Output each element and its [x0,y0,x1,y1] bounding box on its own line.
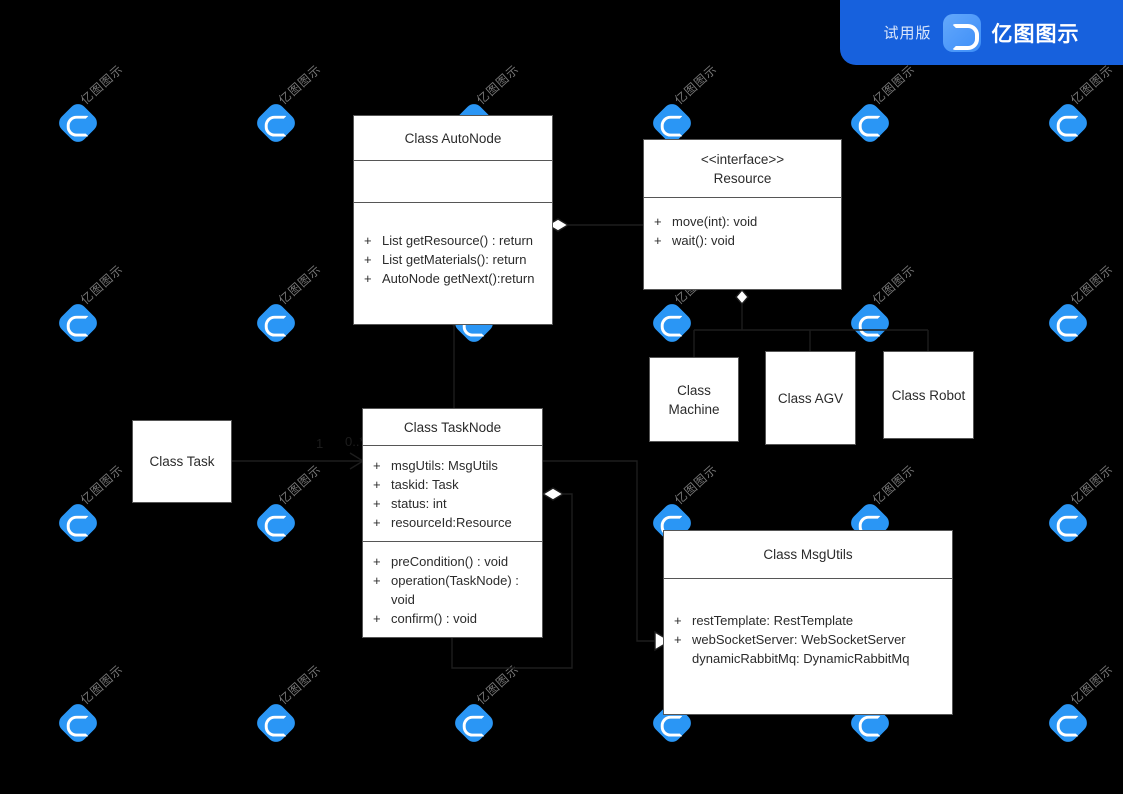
connector-tasknode-msgutils [543,460,655,642]
visibility-marker: + [373,458,381,473]
class-methods-autonode: + List getResource() : return + List get… [354,202,552,324]
class-title-text-robot: Class Robot [891,387,966,403]
visibility-marker: + [373,477,381,492]
member-row: + AutoNode getNext():return [354,269,552,288]
multiplicity-tasknode-side: 0..* [345,434,365,449]
member-text: preCondition() : void [391,554,509,569]
interface-title-text-resource: Resource [713,170,772,186]
class-title-tasknode: Class TaskNode [363,409,542,445]
edraw-logo-icon [942,13,981,52]
interface-title-resource: <<interface>> Resource [644,140,841,197]
class-box-machine[interactable]: Class Machine [649,357,739,442]
class-title-text-task: Class Task [149,454,215,469]
member-row: + operation(TaskNode) : void [363,571,542,609]
class-title-text-autonode: Class AutoNode [404,130,502,146]
multiplicity-task-side: 1 [316,436,324,451]
member-text: status: int [391,496,447,511]
member-row: + webSocketServer: WebSocketServer [664,630,952,649]
class-attributes-msgutils: + restTemplate: RestTemplate + webSocket… [664,578,952,716]
member-text: wait(): void [672,233,735,248]
member-text: dynamicRabbitMq: DynamicRabbitMq [692,651,910,666]
class-methods-tasknode: + preCondition() : void + operation(Task… [363,541,542,639]
member-row: + confirm() : void [363,609,542,628]
member-text: taskid: Task [391,477,459,492]
member-row: + List getMaterials(): return [354,250,552,269]
class-box-agv[interactable]: Class AGV [765,351,856,445]
class-title-text-tasknode: Class TaskNode [403,419,502,435]
class-box-autonode[interactable]: Class AutoNode + List getResource() : re… [353,115,553,325]
member-text: resourceId:Resource [391,515,512,530]
class-title-text-agv: Class AGV [777,390,844,406]
member-row: + wait(): void [644,231,841,250]
member-text: move(int): void [672,214,758,229]
visibility-marker: + [373,496,381,511]
aggregation-diamond-resource-tree [735,288,749,306]
member-text: restTemplate: RestTemplate [692,613,854,628]
member-row: + msgUtils: MsgUtils [363,456,542,475]
member-row: dynamicRabbitMq: DynamicRabbitMq [664,649,952,668]
member-row: + preCondition() : void [363,552,542,571]
member-row: + resourceId:Resource [363,513,542,532]
visibility-marker [674,649,692,668]
class-attributes-tasknode: + msgUtils: MsgUtils + taskid: Task + st… [363,445,542,541]
member-text: AutoNode getNext():return [382,271,535,286]
class-title-msgutils: Class MsgUtils [664,531,952,578]
member-text: List getMaterials(): return [382,252,527,267]
member-row: + status: int [363,494,542,513]
visibility-marker: + [373,515,381,530]
visibility-marker: + [654,233,662,248]
aggregation-diamond-tasknode-self [541,487,565,501]
visibility-marker: + [364,271,372,286]
class-box-msgutils[interactable]: Class MsgUtils + restTemplate: RestTempl… [663,530,953,715]
interface-methods-resource: + move(int): void + wait(): void [644,197,841,290]
member-row: + List getResource() : return [354,231,552,250]
visibility-marker: + [654,214,662,229]
member-text: msgUtils: MsgUtils [391,458,498,473]
member-row: + move(int): void [644,212,841,231]
member-row: + taskid: Task [363,475,542,494]
visibility-marker: + [674,613,682,628]
trial-version-label: 试用版 [883,24,932,42]
class-box-tasknode[interactable]: Class TaskNode + msgUtils: MsgUtils + ta… [362,408,543,638]
class-attributes-autonode [354,160,552,202]
visibility-marker: + [364,252,372,267]
class-title-text-machine-line2: Machine [668,401,720,417]
interface-stereotype-resource: <<interface>> [700,151,785,167]
class-title-text-machine-line1: Class [677,382,711,398]
trial-banner: 试用版 亿图图示 [840,0,1123,65]
member-text: List getResource() : return [382,233,534,248]
interface-box-resource[interactable]: <<interface>> Resource + move(int): void… [643,139,842,290]
generalization-arrow-tasknode-msgutils [654,630,672,652]
member-text: confirm() : void [391,611,477,626]
class-title-autonode: Class AutoNode [354,116,552,160]
visibility-marker: + [674,632,682,647]
member-text: operation(TaskNode) : void [391,573,523,607]
class-box-task[interactable]: Class Task [132,420,232,503]
member-text: webSocketServer: WebSocketServer [692,632,906,647]
class-box-robot[interactable]: Class Robot [883,351,974,439]
visibility-marker: + [364,233,372,248]
member-row: + restTemplate: RestTemplate [664,611,952,630]
visibility-marker: + [373,573,381,588]
visibility-marker: + [373,611,381,626]
brand-name-label: 亿图图示 [991,21,1080,46]
visibility-marker: + [373,554,381,569]
class-title-text-msgutils: Class MsgUtils [763,547,853,562]
